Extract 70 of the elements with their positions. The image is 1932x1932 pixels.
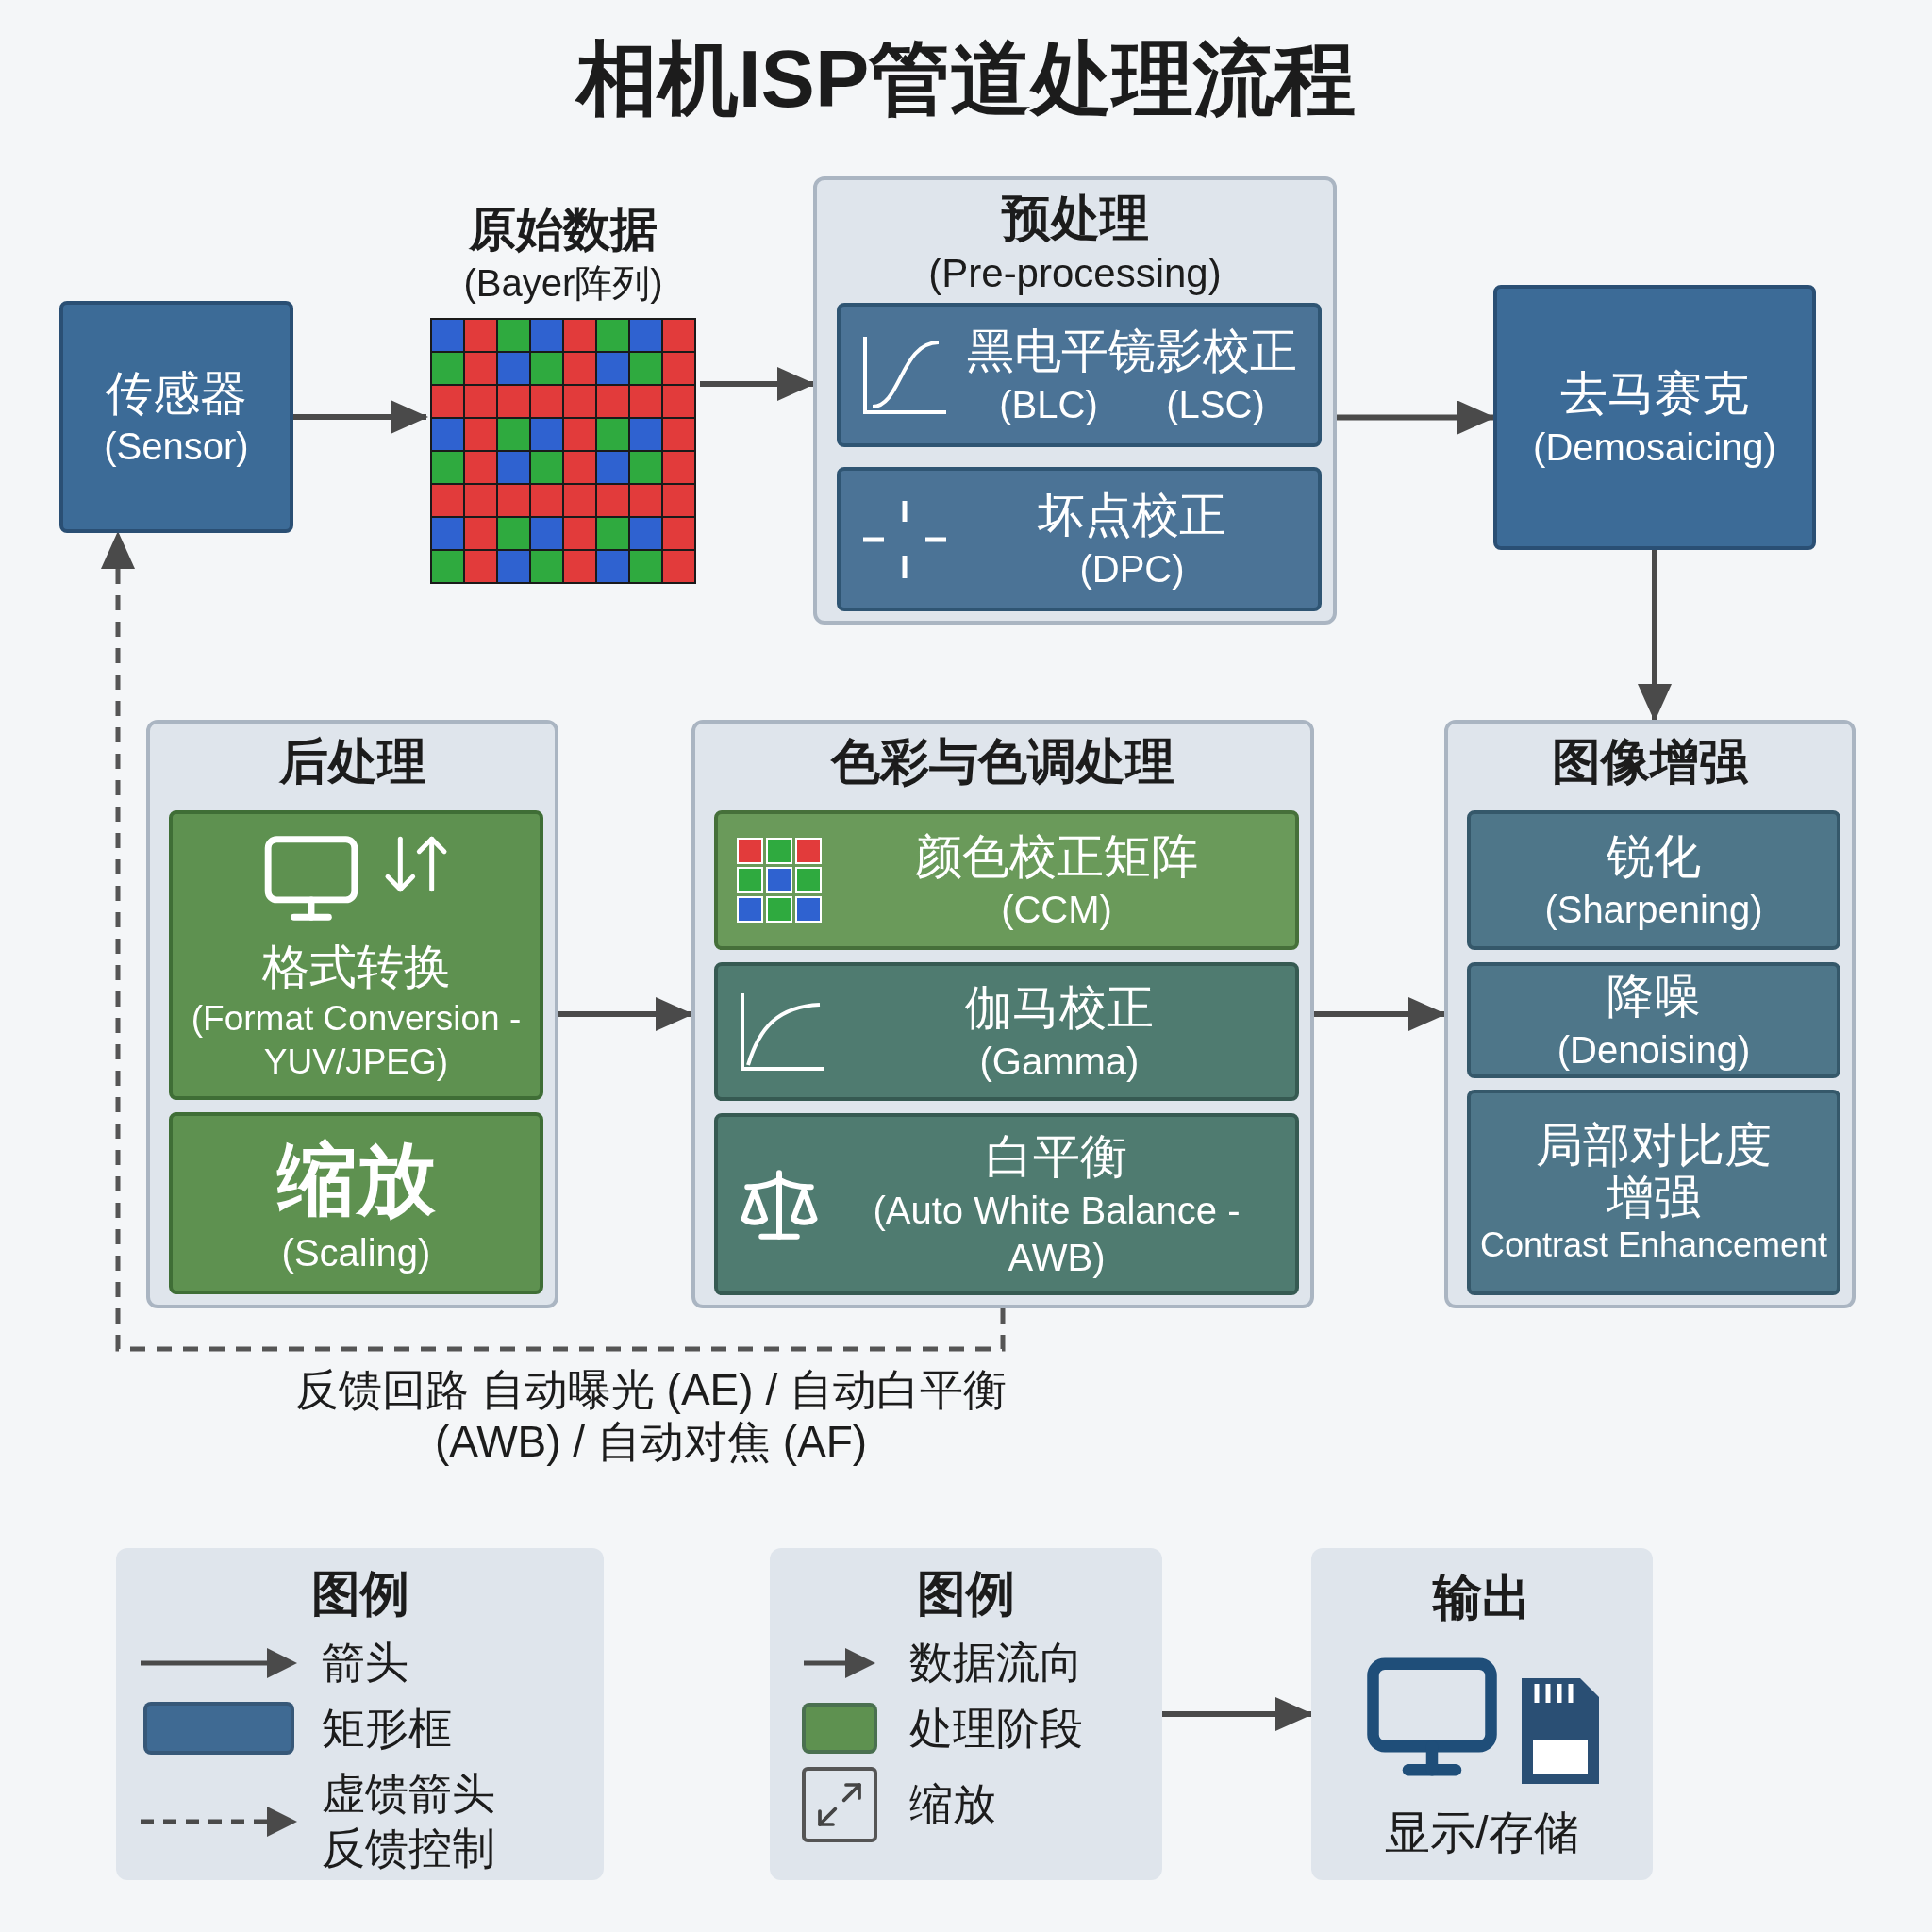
process-box (169, 810, 543, 1100)
feedback-arrow (101, 531, 1006, 1352)
box-sublabel: (Gamma) (978, 1039, 1141, 1084)
legend-panel (116, 1548, 604, 1880)
panel-heading: 后处理 (278, 733, 426, 791)
stage-panel (1444, 720, 1856, 1308)
process-box (714, 1113, 1299, 1295)
process-box (837, 303, 1322, 447)
panel-subheading: (Pre-processing) (928, 250, 1222, 297)
process-box (1467, 810, 1840, 950)
panel-heading: 色彩与色调处理 (831, 733, 1174, 791)
legend-label: 处理阶段 (909, 1702, 1083, 1755)
box-label: 坏点校正 (1038, 488, 1226, 544)
box-label: 白平衡 (986, 1129, 1127, 1186)
box-label: 黑电平镜影校正 (967, 324, 1297, 380)
process-box (59, 301, 293, 533)
output-panel (1311, 1548, 1653, 1880)
process-box (1467, 1090, 1840, 1295)
legend-label: 缩放 (909, 1778, 996, 1831)
box-label: 降噪 (1607, 969, 1701, 1025)
caption-heading: 原始数据 (469, 202, 658, 258)
arrow (1162, 1697, 1313, 1731)
box-label: 局部对比度增强 (1535, 1119, 1773, 1224)
legend-label: 矩形框 (322, 1702, 452, 1755)
process-box (837, 467, 1322, 611)
box-sublabel: (Sensor) (104, 425, 249, 470)
legend-label: 数据流向 (909, 1637, 1083, 1689)
box-label: 格式转换 (261, 940, 451, 995)
arrow (1638, 550, 1672, 722)
box-sublabel: (Auto White Balance - AWB) (872, 1188, 1241, 1280)
box-sublabel: (BLC) (998, 382, 1099, 427)
box-sublabel: (Demosaicing) (1533, 425, 1776, 470)
legend-panel (770, 1548, 1162, 1880)
box-label: 锐化 (1607, 828, 1701, 885)
box-label: 颜色校正矩阵 (915, 828, 1198, 885)
legend-label: 虚馈箭头反馈控制 (322, 1768, 496, 1874)
box-label: 缩放 (276, 1134, 436, 1225)
panel-heading: 输出 (1433, 1569, 1531, 1626)
box-sublabel: (Format Conversion - YUV/JPEG) (190, 997, 523, 1083)
caption-subtitle: (Bayer阵列) (463, 260, 663, 306)
box-sublabel: (CCM) (1000, 888, 1113, 933)
panel-heading: 图像增强 (1552, 733, 1748, 791)
diagram-title: 相机ISP管道处理流程 (574, 38, 1357, 119)
box-label: 去马赛克 (1560, 366, 1749, 423)
arrow (558, 997, 693, 1031)
box-sublabel: (LSC) (1165, 382, 1266, 427)
arrow (293, 400, 428, 434)
arrow (700, 367, 815, 401)
box-sublabel: (Sharpening) (1544, 888, 1763, 933)
arrow (1314, 997, 1446, 1031)
panel-heading: 预处理 (1001, 190, 1149, 247)
box-sublabel: (Denoising) (1557, 1027, 1751, 1073)
stage-panel (691, 720, 1314, 1308)
legend-label: 箭头 (322, 1637, 408, 1689)
stage-panel (146, 720, 558, 1308)
box-sublabel: (DPC) (1078, 546, 1186, 591)
process-box (714, 962, 1299, 1101)
process-box (169, 1112, 543, 1294)
output-label: 显示/存储 (1385, 1807, 1579, 1859)
process-box (1467, 962, 1840, 1078)
process-box (1493, 285, 1816, 550)
box-sublabel: (Scaling) (281, 1231, 431, 1275)
box-sublabel: Contrast Enhancement (1478, 1224, 1829, 1266)
box-label: 传感器 (106, 365, 247, 422)
box-label: 伽马校正 (965, 980, 1154, 1037)
stage-panel (813, 176, 1337, 625)
process-box (714, 810, 1299, 950)
arrow (1337, 400, 1495, 435)
legend-heading: 图例 (310, 1565, 409, 1623)
legend-heading: 图例 (917, 1565, 1015, 1623)
